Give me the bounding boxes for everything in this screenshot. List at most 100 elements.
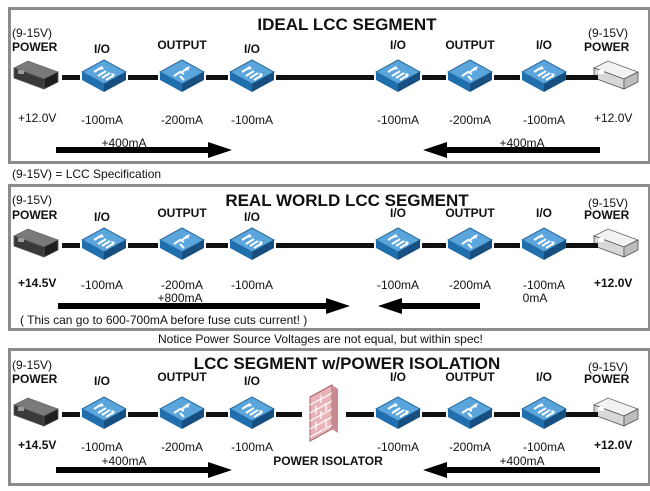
power-supply-icon (12, 397, 60, 433)
output-node[interactable] (158, 226, 206, 262)
node-current: -200mA (160, 440, 204, 454)
network-switch-icon (80, 59, 128, 98)
router-output-icon (158, 59, 206, 98)
flow-label-left: +400mA (101, 454, 147, 468)
wire (558, 75, 598, 80)
panel-title: IDEAL LCC SEGMENT (257, 15, 437, 34)
io-node[interactable] (520, 395, 568, 431)
node-label: I/O (243, 210, 261, 224)
node-label: I/O (535, 38, 553, 52)
power-supply-right[interactable] (592, 395, 640, 429)
node-label: I/O (389, 206, 407, 220)
power-spec-left: (9-15V) (12, 193, 53, 207)
router-output-icon (446, 396, 494, 435)
voltage-left: +14.5V (18, 276, 57, 290)
output-node[interactable] (158, 58, 206, 94)
node-current: -100mA (376, 278, 420, 292)
wire (422, 412, 446, 417)
power-spec-left: (9-15V) (12, 26, 53, 40)
power-supply-icon (592, 228, 640, 264)
node-current: -200mA (448, 113, 492, 127)
voltage-left: +14.5V (18, 438, 57, 452)
io-node[interactable] (520, 58, 568, 94)
wire (128, 412, 158, 417)
node-label: OUTPUT (445, 38, 495, 52)
network-switch-icon (80, 396, 128, 435)
wire (276, 412, 302, 417)
power-spec-right: (9-15V) (588, 26, 629, 40)
wire (128, 243, 158, 248)
network-switch-icon (374, 59, 422, 98)
flow-label-right: +400mA (499, 454, 545, 468)
power-supply-right[interactable] (592, 58, 640, 92)
node-current: -200mA (448, 440, 492, 454)
voltage-right: +12.0V (594, 438, 633, 452)
power-supply-right[interactable] (592, 226, 640, 260)
io-node[interactable] (374, 395, 422, 431)
flow-label-right: 0mA (522, 291, 548, 305)
node-label: OUTPUT (157, 38, 207, 52)
current-flow-arrow-left (56, 142, 232, 158)
io-node[interactable] (520, 226, 568, 262)
io-node[interactable] (374, 58, 422, 94)
node-current: -100mA (80, 113, 124, 127)
router-output-icon (158, 227, 206, 266)
power-supply-left[interactable] (12, 395, 60, 429)
node-current: -100mA (522, 113, 566, 127)
io-node[interactable] (80, 226, 128, 262)
wire (206, 243, 228, 248)
io-node[interactable] (228, 58, 276, 94)
network-switch-icon (374, 227, 422, 266)
node-current: -100mA (376, 113, 420, 127)
power-isolator-label: POWER ISOLATOR (273, 454, 383, 468)
network-switch-icon (80, 227, 128, 266)
network-switch-icon (520, 396, 568, 435)
router-output-icon (446, 59, 494, 98)
router-output-icon (446, 227, 494, 266)
power-supply-left[interactable] (12, 58, 60, 92)
wire (206, 412, 228, 417)
network-switch-icon (520, 227, 568, 266)
output-node[interactable] (158, 395, 206, 431)
node-current: -100mA (230, 113, 274, 127)
network-switch-icon (374, 396, 422, 435)
output-node[interactable] (446, 58, 494, 94)
current-flow-arrow-left (58, 298, 350, 314)
voltage-left: +12.0V (18, 111, 57, 125)
power-supply-left[interactable] (12, 226, 60, 260)
current-flow-arrow-left (56, 462, 232, 478)
node-label: I/O (389, 38, 407, 52)
node-label: I/O (389, 370, 407, 384)
router-output-icon (158, 396, 206, 435)
output-node[interactable] (446, 395, 494, 431)
network-switch-icon (520, 59, 568, 98)
wire (494, 243, 520, 248)
node-current: -200mA (448, 278, 492, 292)
wire (494, 412, 520, 417)
power-label-right: POWER (584, 208, 630, 222)
power-isolator[interactable] (306, 383, 342, 445)
current-flow-arrow-right (423, 462, 600, 478)
wire (62, 75, 80, 80)
io-node[interactable] (228, 395, 276, 431)
power-label-left: POWER (12, 372, 58, 386)
power-label-left: POWER (12, 208, 58, 222)
node-current: -100mA (230, 278, 274, 292)
io-node[interactable] (80, 58, 128, 94)
power-supply-icon (592, 397, 640, 433)
io-node[interactable] (228, 226, 276, 262)
power-spec-right: (9-15V) (588, 196, 629, 210)
io-node[interactable] (80, 395, 128, 431)
wire (422, 75, 446, 80)
firewall-icon (306, 384, 342, 449)
wire (62, 243, 80, 248)
wire (558, 243, 598, 248)
node-label: I/O (535, 370, 553, 384)
current-flow-arrow-right (423, 142, 600, 158)
node-label: I/O (93, 210, 111, 224)
wire (276, 243, 374, 248)
io-node[interactable] (374, 226, 422, 262)
output-node[interactable] (446, 226, 494, 262)
power-supply-icon (12, 60, 60, 96)
flow-label-right: +400mA (499, 136, 545, 150)
